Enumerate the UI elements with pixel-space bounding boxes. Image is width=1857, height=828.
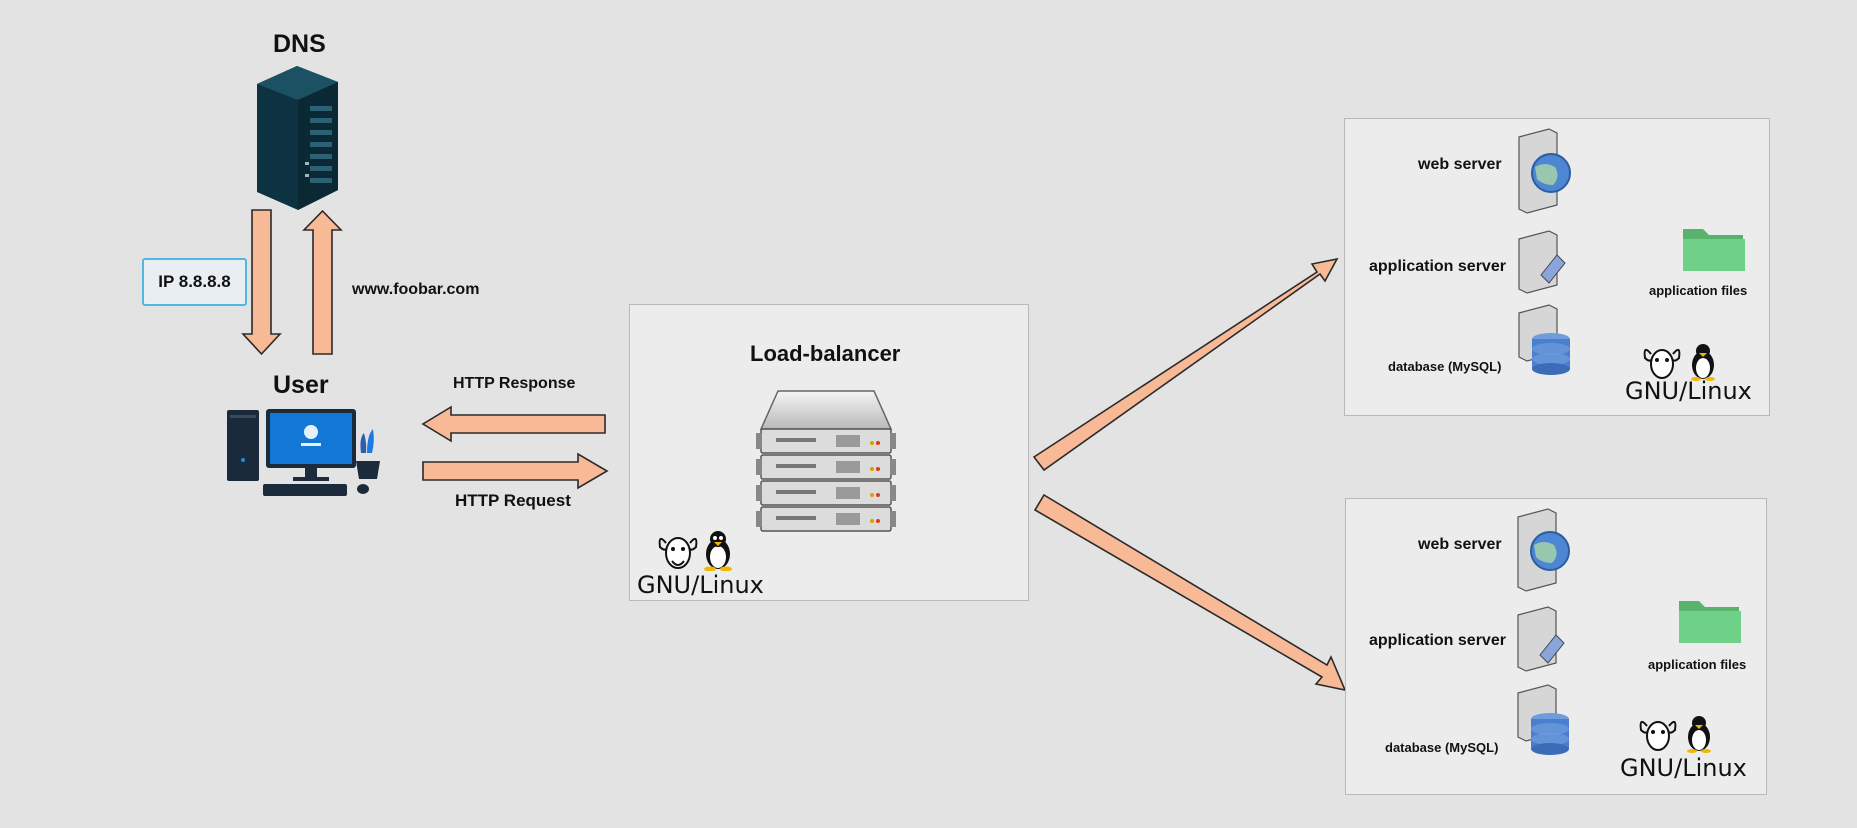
database-label: database (MySQL): [1388, 359, 1502, 374]
lb-to-server2-arrow-body: [1033, 493, 1347, 692]
gnu-head-icon: [1643, 348, 1681, 379]
folder-icon: [1683, 229, 1745, 271]
database-cylinder-icon: [1532, 333, 1570, 375]
application-files-label: application files: [1649, 283, 1748, 298]
application-server-label: application server: [1369, 632, 1506, 649]
application-server-label: application server: [1369, 258, 1506, 275]
gnu-head-icon: [658, 537, 698, 569]
tux-penguin-icon: [1691, 344, 1715, 381]
database-cylinder-icon: [1531, 713, 1569, 755]
gnu-head-icon: [1639, 720, 1677, 751]
load-balancer-os-label: GNU/Linux: [637, 571, 764, 599]
server-panel-2: web server application server database (…: [1345, 498, 1767, 795]
http-response-arrow: [421, 405, 606, 443]
lb-to-server1-arrow-body: [1032, 257, 1339, 472]
load-balancer-panel: Load-balancer: [629, 304, 1029, 601]
http-request-label: HTTP Request: [455, 491, 571, 510]
tux-penguin-icon: [1687, 716, 1711, 753]
user-computer-icon: [227, 409, 380, 496]
load-balancer-server-icon: [756, 390, 896, 532]
folder-icon: [1679, 601, 1741, 643]
web-server-label: web server: [1418, 156, 1502, 173]
server-panel-1: web server application server database (…: [1344, 118, 1770, 416]
ip-address-label: IP 8.8.8.8: [142, 258, 247, 306]
dns-server-icon: [257, 66, 338, 210]
tool-icon: [1539, 634, 1565, 664]
tool-icon: [1540, 254, 1566, 284]
http-request-arrow: [422, 452, 609, 490]
application-files-label: application files: [1648, 657, 1747, 672]
domain-name-label: www.foobar.com: [352, 281, 480, 298]
dns-to-user-arrow: [241, 209, 282, 356]
server-os-label: GNU/Linux: [1625, 377, 1752, 405]
dns-title: DNS: [273, 30, 326, 58]
load-balancer-title: Load-balancer: [750, 341, 901, 366]
user-title: User: [273, 371, 329, 399]
server-stack-icon: [1518, 128, 1571, 375]
web-server-label: web server: [1418, 536, 1502, 553]
database-label: database (MySQL): [1385, 740, 1499, 755]
user-to-dns-arrow: [302, 209, 343, 355]
server-stack-icon: [1517, 508, 1570, 755]
http-response-label: HTTP Response: [453, 375, 576, 392]
tux-penguin-icon: [704, 531, 732, 571]
server-os-label: GNU/Linux: [1620, 754, 1747, 782]
